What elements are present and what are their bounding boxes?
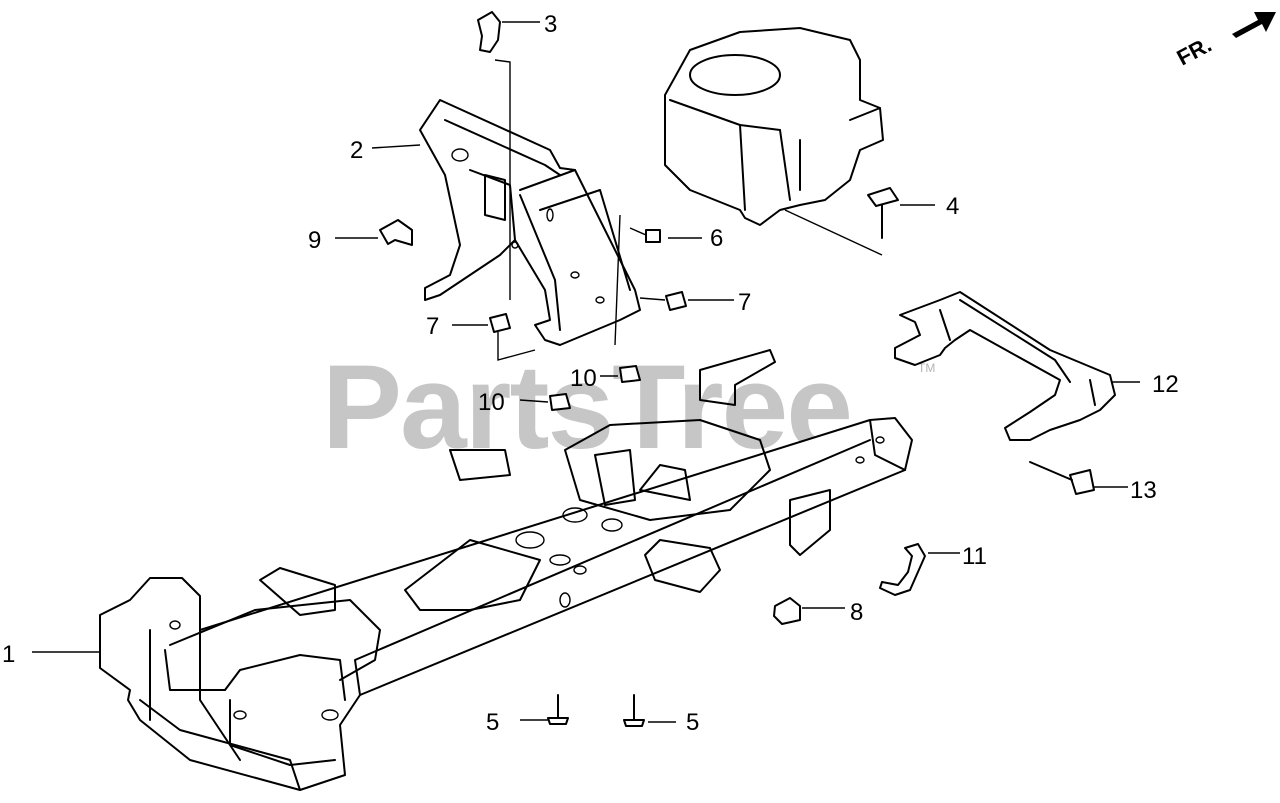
front-direction-indicator: FR. xyxy=(1173,12,1276,70)
leader-lines xyxy=(32,21,1140,723)
callout-2: 2 xyxy=(350,137,363,164)
callout-1: 1 xyxy=(2,641,15,668)
front-arrow-icon xyxy=(1232,12,1276,38)
part-8-grommet xyxy=(773,597,801,625)
part-9-clip xyxy=(379,219,413,246)
callout-10-bottom: 10 xyxy=(478,389,505,416)
front-label: FR. xyxy=(1173,32,1216,71)
part-11-clip xyxy=(879,543,926,596)
callout-6: 6 xyxy=(710,225,723,252)
callout-numbers: 1 2 3 4 5 5 6 7 7 8 9 10 10 11 12 13 xyxy=(2,11,1179,736)
part-2-bracket xyxy=(419,99,641,346)
part-10-grommets xyxy=(549,365,641,411)
part-4-bolt xyxy=(867,187,935,239)
callout-10-top: 10 xyxy=(570,365,597,392)
callout-8: 8 xyxy=(850,599,863,626)
part-6-screw xyxy=(614,214,661,346)
part-5-bolts xyxy=(547,694,645,727)
callout-11: 11 xyxy=(962,543,987,570)
part-13-bolt xyxy=(1029,461,1095,495)
callout-9: 9 xyxy=(308,227,321,254)
part-3-clip xyxy=(477,11,511,300)
part-1-main-frame xyxy=(99,349,913,791)
callout-3: 3 xyxy=(544,11,557,38)
part-12-handle-bar xyxy=(894,291,1116,441)
callout-5-left: 5 xyxy=(486,709,499,736)
callout-7-right: 7 xyxy=(738,289,751,316)
callout-5-right: 5 xyxy=(686,709,699,736)
callout-13: 13 xyxy=(1130,477,1157,504)
watermark-trademark: TM xyxy=(918,361,935,375)
callout-12: 12 xyxy=(1152,371,1179,398)
callout-7-left: 7 xyxy=(426,313,439,340)
callout-4: 4 xyxy=(946,193,959,220)
part-7-nuts xyxy=(489,291,687,361)
engine xyxy=(664,27,884,256)
